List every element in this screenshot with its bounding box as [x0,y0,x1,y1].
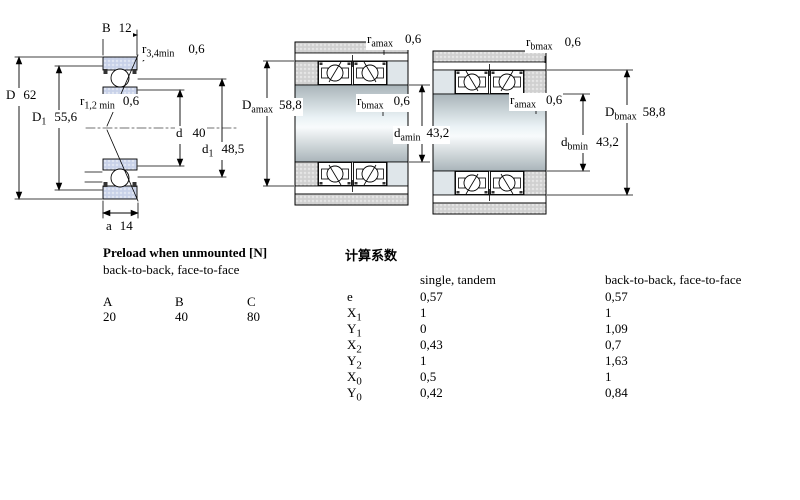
single-bearing-drawing [14,29,239,219]
factor-value-paired: 1,63 [605,353,628,368]
preload-value-a: 20 [103,309,116,324]
factors-table-title: 计算系数 [345,248,398,263]
factors-col-header-single: single, tandem [420,272,496,287]
factor-row-label: X1 [347,305,362,324]
calculation-factors-table: 计算系数 single, tandem back-to-back, face-t… [345,245,765,415]
factor-value-single: 1 [420,305,427,320]
factor-row-label: X2 [347,337,362,356]
factor-value-single: 0,42 [420,385,443,400]
factor-row-label: X0 [347,369,362,388]
factor-row-label: Y0 [347,385,362,404]
back-to-back-arrangement-drawing [263,41,430,206]
factor-value-single: 0,57 [420,289,443,304]
preload-value-b: 40 [175,309,188,324]
preload-col-header-b: B [175,294,184,309]
factor-value-paired: 1 [605,369,612,384]
factors-col-header-paired: back-to-back, face-to-face [605,272,742,287]
factor-row-label: e [347,289,353,304]
face-to-face-arrangement-drawing [432,50,633,215]
factor-row-label: Y1 [347,321,362,340]
factor-value-single: 0,43 [420,337,443,352]
preload-value-c: 80 [247,309,260,324]
factor-value-paired: 0,57 [605,289,628,304]
preload-table-subtitle: back-to-back, face-to-face [103,262,240,277]
factor-value-single: 0,5 [420,369,437,384]
preload-col-header-c: C [247,294,256,309]
factor-value-paired: 0,84 [605,385,628,400]
factor-value-single: 0 [420,321,427,336]
factor-value-paired: 0,7 [605,337,622,352]
factor-value-paired: 1 [605,305,612,320]
factor-value-paired: 1,09 [605,321,628,336]
preload-table-title: Preload when unmounted [N] [103,245,268,260]
preload-col-header-a: A [103,294,113,309]
factor-row-label: Y2 [347,353,362,372]
factor-value-single: 1 [420,353,427,368]
preload-table: Preload when unmounted [N] back-to-back,… [103,245,333,335]
